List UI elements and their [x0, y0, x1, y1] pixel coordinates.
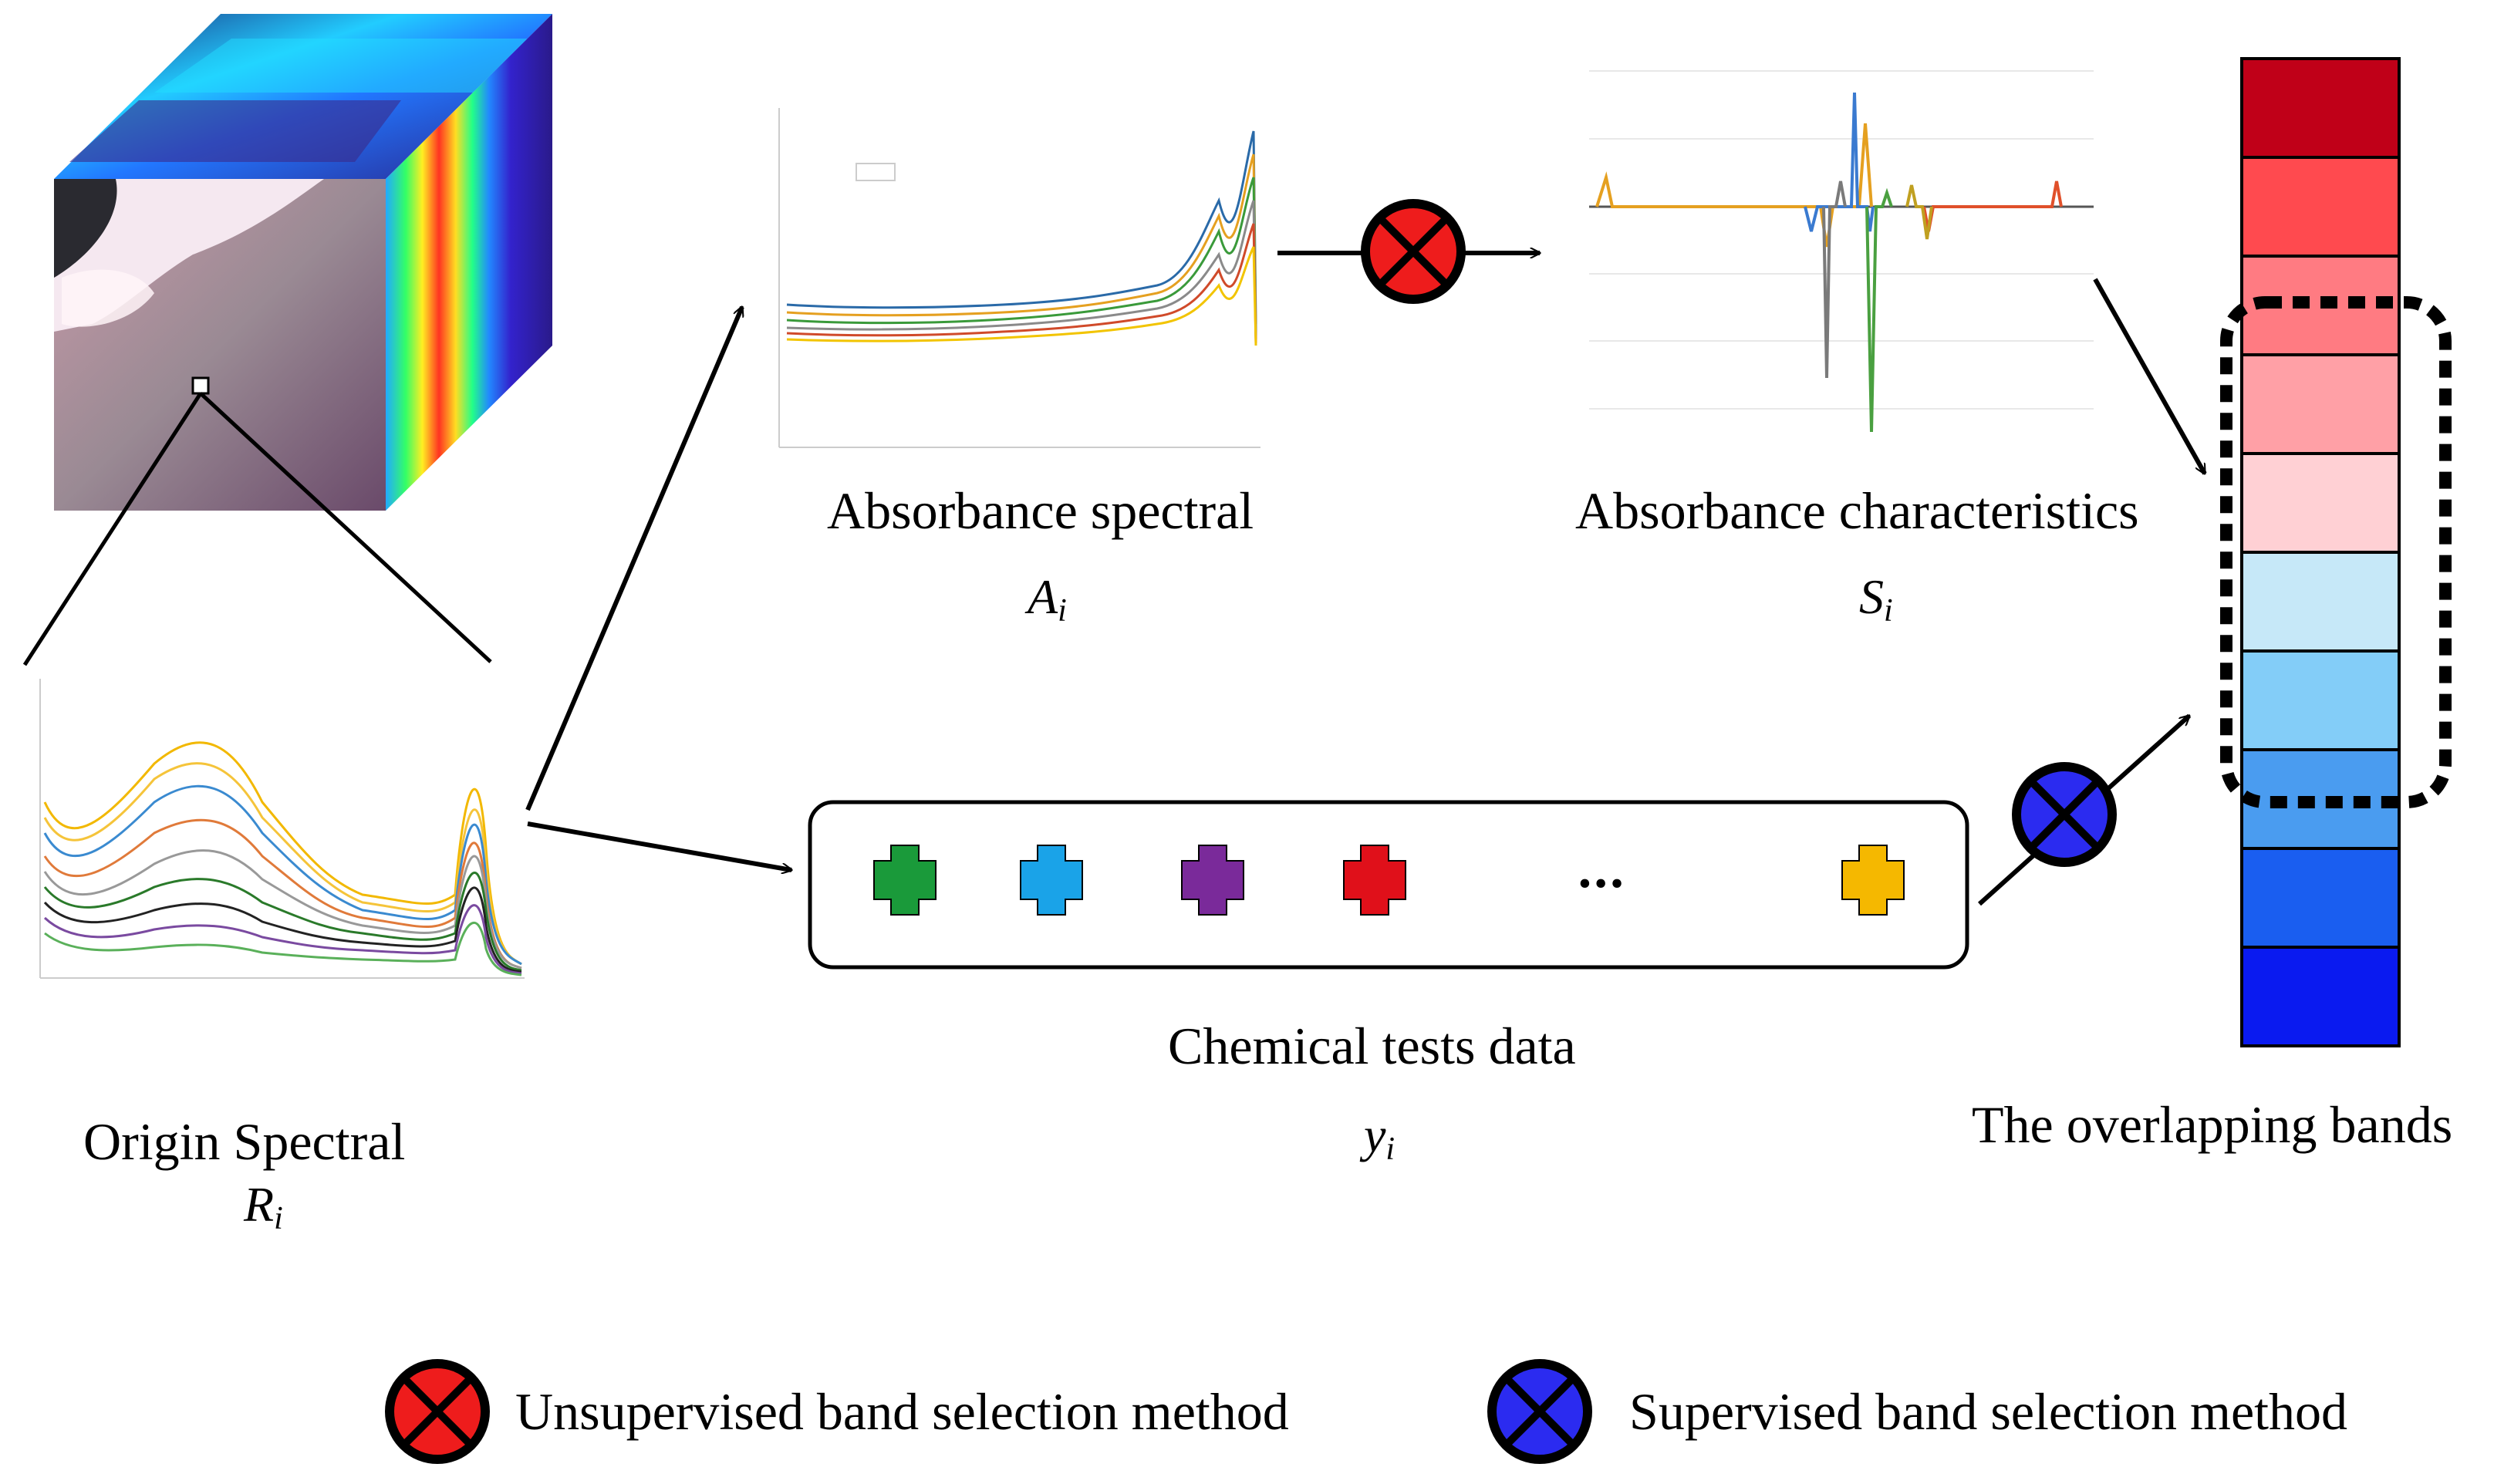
legend-supervised-icon — [1487, 1359, 1592, 1464]
band-cell — [2240, 847, 2401, 949]
hyperspectral-cube-icon — [54, 14, 552, 511]
plus-icon — [1020, 845, 1083, 916]
plus-icon — [873, 845, 937, 916]
band-cell — [2240, 156, 2401, 258]
supervised-marker-icon — [2012, 762, 2117, 867]
plus-icon — [1181, 845, 1244, 916]
unsupervised-marker-icon — [1361, 199, 1466, 304]
legend-unsupervised-icon — [385, 1359, 490, 1464]
band-cell — [2240, 57, 2401, 159]
absorbance-spectral-variable: Ai — [1028, 569, 1067, 629]
band-cell — [2240, 946, 2401, 1047]
absorbance-characteristics-title: Absorbance characteristics — [1575, 481, 2139, 540]
band-cell — [2240, 649, 2401, 751]
band-cell — [2240, 748, 2401, 850]
legend-supervised-label: Supervised band selection method — [1629, 1382, 2348, 1441]
overlapping-bands-column — [2240, 57, 2401, 1047]
chemical-tests-title: Chemical tests data — [1168, 1017, 1576, 1075]
origin-spectral-title: Origin Spectral — [83, 1112, 406, 1171]
overlap-selection-outline — [2220, 296, 2452, 808]
chemical-tests-variable: yi — [1364, 1108, 1395, 1167]
band-cell — [2240, 551, 2401, 653]
origin-spectral-plot — [39, 679, 525, 979]
plus-icon — [1841, 845, 1905, 916]
legend-unsupervised-label: Unsupervised band selection method — [515, 1382, 1289, 1441]
chemical-data-crosses — [873, 845, 1905, 916]
overlapping-bands-title: The overlapping bands — [1972, 1095, 2453, 1154]
chemical-ellipsis: ••• — [1578, 863, 1627, 904]
absorbance-characteristics-variable: Si — [1859, 569, 1893, 629]
absorbance-spectral-plot — [778, 108, 1260, 448]
absorbance-spectral-title: Absorbance spectral — [827, 481, 1254, 540]
origin-spectral-variable: Ri — [244, 1177, 283, 1236]
band-cell — [2240, 353, 2401, 455]
band-cell — [2240, 452, 2401, 554]
absorbance-characteristics-plot — [1589, 70, 2094, 433]
plus-icon — [1343, 845, 1406, 916]
